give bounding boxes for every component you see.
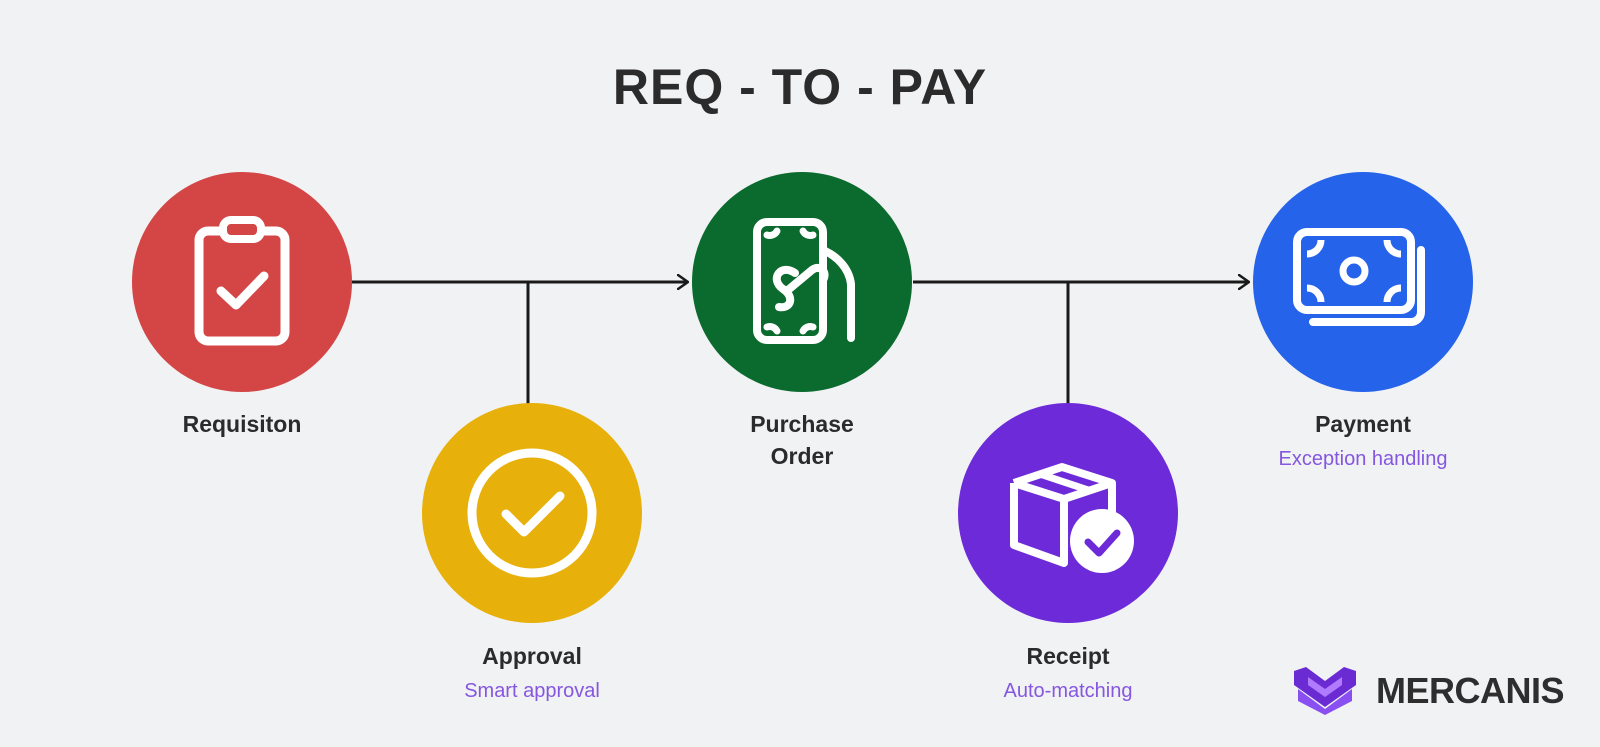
step-label-receipt: Receipt	[1026, 643, 1110, 669]
clipboard-check-icon	[194, 216, 290, 346]
payment-circle	[1253, 172, 1473, 392]
box-check-icon	[1010, 463, 1134, 573]
hand-money-icon	[753, 218, 855, 344]
mercanis-logo-icon	[1294, 667, 1356, 715]
step-sub-approval: Smart approval	[464, 680, 600, 702]
step-label-approval: Approval	[482, 643, 582, 669]
step-sub-payment: Exception handling	[1278, 448, 1448, 470]
receipt-circle	[958, 403, 1178, 623]
circle-check-icon	[467, 448, 597, 578]
logo-text: MERCANIS	[1376, 670, 1565, 711]
diagram-title: REQ - TO - PAY	[612, 59, 988, 115]
step-label-requisition: Requisiton	[182, 411, 302, 437]
mercanis-logo: MERCANIS	[1294, 666, 1565, 716]
approval-circle	[422, 403, 642, 623]
step-label-payment: Payment	[1315, 411, 1411, 437]
step-sub-receipt: Auto-matching	[1003, 680, 1133, 702]
purchase-order-circle	[692, 172, 912, 392]
banknotes-icon	[1293, 228, 1425, 326]
step-label-purchase-order: Purchase Order	[750, 411, 854, 469]
requisition-circle	[132, 172, 352, 392]
